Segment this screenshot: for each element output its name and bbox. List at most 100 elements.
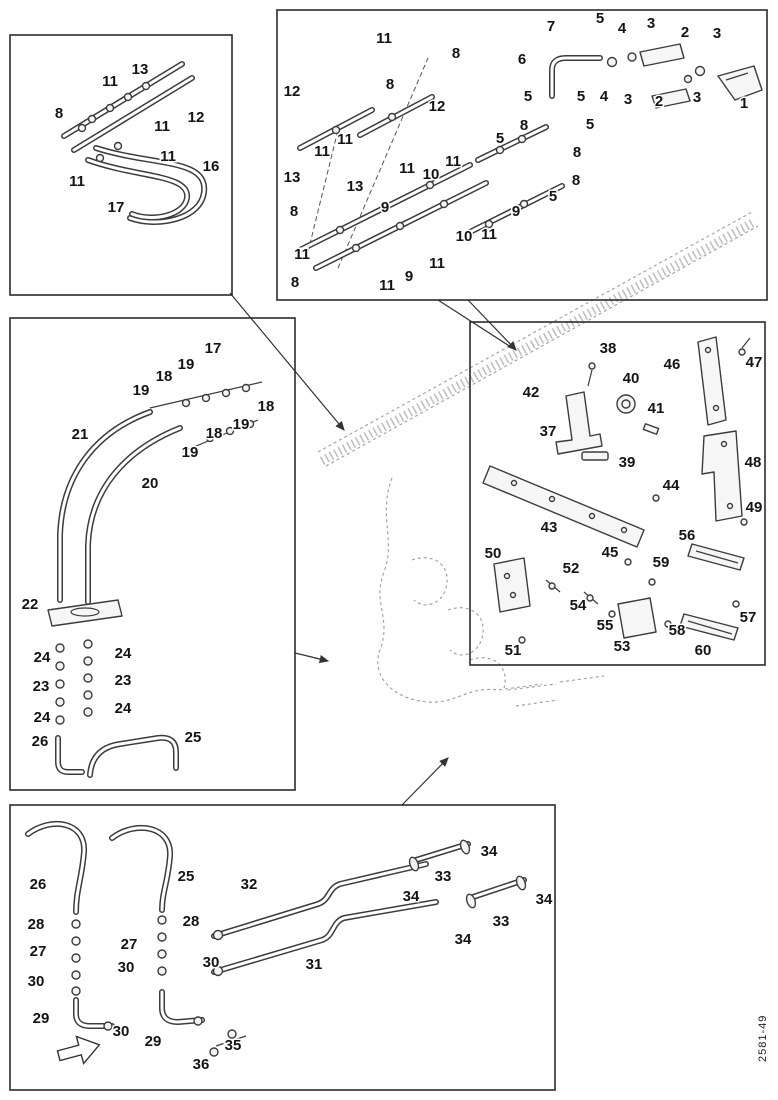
callout-30: 30: [203, 954, 220, 971]
callout-25: 25: [178, 868, 195, 885]
callout-7: 7: [547, 18, 555, 35]
callout-11: 11: [314, 143, 330, 160]
callout-46: 46: [664, 356, 681, 373]
callout-2: 2: [655, 93, 663, 110]
panel-frames: [9, 9, 768, 1091]
callout-11: 11: [154, 118, 170, 135]
tube-art-bottom: [28, 824, 527, 1066]
callout-4: 4: [618, 20, 627, 37]
callout-27: 27: [121, 936, 138, 953]
callout-60: 60: [695, 642, 712, 659]
panel-bottom: [9, 804, 556, 1091]
callout-19: 19: [178, 356, 195, 373]
callout-8: 8: [520, 117, 528, 134]
panel-top-left: [9, 34, 233, 296]
callout-8: 8: [573, 144, 581, 161]
callout-6: 6: [518, 51, 526, 68]
callout-21: 21: [72, 426, 89, 443]
callout-45: 45: [602, 544, 619, 561]
callout-30: 30: [113, 1023, 130, 1040]
bracket-art-mid-right: [482, 336, 751, 644]
callout-47: 47: [746, 354, 763, 371]
callout-16: 16: [203, 158, 220, 175]
callout-8: 8: [572, 172, 580, 189]
callout-3: 3: [624, 91, 632, 108]
leader-lines: [229, 292, 517, 806]
callout-43: 43: [541, 519, 558, 536]
callout-13: 13: [347, 178, 364, 195]
callout-8: 8: [291, 274, 299, 291]
callout-5: 5: [524, 88, 532, 105]
callout-23: 23: [115, 672, 132, 689]
callout-24: 24: [115, 645, 132, 662]
callout-11: 11: [399, 160, 415, 177]
callout-37: 37: [540, 423, 557, 440]
callout-5: 5: [577, 88, 585, 105]
callout-58: 58: [669, 622, 686, 639]
callout-11: 11: [294, 246, 310, 263]
callout-12: 12: [429, 98, 446, 115]
panel-mid-right: [469, 321, 766, 666]
callout-10: 10: [423, 166, 440, 183]
callout-11: 11: [69, 173, 85, 190]
callout-32: 32: [241, 876, 258, 893]
callout-1: 1: [740, 95, 748, 112]
panel-mid-left: [9, 317, 296, 791]
callout-12: 12: [284, 83, 301, 100]
callout-19: 19: [133, 382, 150, 399]
callout-42: 42: [523, 384, 540, 401]
callout-20: 20: [142, 475, 159, 492]
callout-11: 11: [337, 131, 353, 148]
machine-outline: [317, 211, 759, 707]
callout-54: 54: [570, 597, 587, 614]
callout-2: 2: [681, 24, 689, 41]
callout-28: 28: [28, 916, 45, 933]
callout-11: 11: [379, 277, 395, 294]
figure-code: 2581-49: [757, 1015, 769, 1062]
callout-5: 5: [549, 188, 557, 205]
callout-40: 40: [623, 370, 640, 387]
callout-34: 34: [455, 931, 472, 948]
callout-33: 33: [493, 913, 510, 930]
hose-art-mid-left: [47, 381, 263, 775]
callout-53: 53: [614, 638, 631, 655]
callout-9: 9: [512, 203, 520, 220]
callout-3: 3: [693, 89, 701, 106]
callout-12: 12: [188, 109, 205, 126]
panel-top-middle: [276, 9, 768, 301]
callout-52: 52: [563, 560, 580, 577]
callout-50: 50: [485, 545, 502, 562]
callout-11: 11: [429, 255, 445, 272]
callout-56: 56: [679, 527, 696, 544]
callout-38: 38: [600, 340, 617, 357]
callout-3: 3: [647, 15, 655, 32]
callout-9: 9: [381, 199, 389, 216]
callout-49: 49: [746, 499, 763, 516]
callout-11: 11: [160, 148, 176, 165]
callout-17: 17: [205, 340, 222, 357]
callout-39: 39: [619, 454, 636, 471]
hose-art-top-left: [64, 64, 204, 222]
callout-48: 48: [745, 454, 762, 471]
callout-13: 13: [132, 61, 149, 78]
callout-11: 11: [102, 73, 118, 90]
callout-18: 18: [206, 425, 223, 442]
callout-24: 24: [115, 700, 132, 717]
direction-arrow-icon: [56, 1035, 101, 1066]
callout-18: 18: [258, 398, 275, 415]
callout-26: 26: [30, 876, 47, 893]
callout-11: 11: [445, 153, 461, 170]
callout-30: 30: [28, 973, 45, 990]
callout-34: 34: [481, 843, 498, 860]
callout-51: 51: [505, 642, 522, 659]
callout-29: 29: [33, 1010, 50, 1027]
callout-13: 13: [284, 169, 301, 186]
callout-55: 55: [597, 617, 614, 634]
callout-4: 4: [600, 88, 609, 105]
callout-19: 19: [182, 444, 199, 461]
callout-5: 5: [496, 130, 504, 147]
callout-27: 27: [30, 943, 47, 960]
callout-8: 8: [55, 105, 63, 122]
callout-23: 23: [33, 678, 50, 695]
